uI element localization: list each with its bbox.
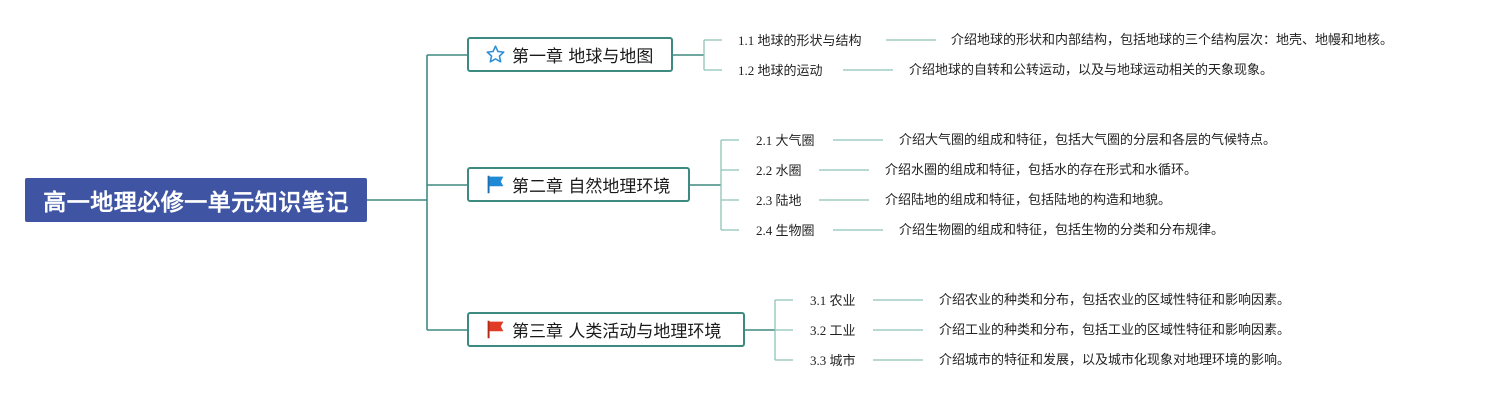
section-3-3-desc[interactable]: 介绍城市的特征和发展，以及城市化现象对地理环境的影响。 <box>939 353 1291 368</box>
root-title: 高一地理必修一单元知识笔记 <box>43 190 349 216</box>
star-outline-icon <box>485 44 506 65</box>
section-2-3-desc[interactable]: 介绍陆地的组成和特征，包括陆地的构造和地貌。 <box>885 193 1172 208</box>
section-2-3-label[interactable]: 2.3 陆地 <box>756 193 802 208</box>
chapter-3-title: 第三章 人类活动与地理环境 <box>512 322 722 342</box>
chapter-1-title: 第一章 地球与地图 <box>512 47 654 67</box>
section-3-2-desc[interactable]: 介绍工业的种类和分布，包括工业的区域性特征和影响因素。 <box>939 323 1291 338</box>
section-3-1-desc[interactable]: 介绍农业的种类和分布，包括农业的区域性特征和影响因素。 <box>939 293 1291 308</box>
section-2-4-desc[interactable]: 介绍生物圈的组成和特征，包括生物的分类和分布规律。 <box>899 223 1225 238</box>
chapter-3-topic[interactable]: 第三章 人类活动与地理环境 <box>467 312 745 347</box>
section-2-4-label[interactable]: 2.4 生物圈 <box>756 223 815 238</box>
section-2-2-desc[interactable]: 介绍水圈的组成和特征，包括水的存在形式和水循环。 <box>885 163 1198 178</box>
section-2-1-label[interactable]: 2.1 大气圈 <box>756 133 815 148</box>
chapter-1-topic[interactable]: 第一章 地球与地图 <box>467 37 673 72</box>
section-3-2-label[interactable]: 3.2 工业 <box>810 323 856 338</box>
section-1-1-desc[interactable]: 介绍地球的形状和内部结构，包括地球的三个结构层次：地壳、地幔和地核。 <box>951 33 1394 48</box>
root-topic[interactable]: 高一地理必修一单元知识笔记 <box>25 178 367 222</box>
section-3-1-label[interactable]: 3.1 农业 <box>810 293 856 308</box>
flag-red-icon <box>485 319 506 340</box>
section-2-1-desc[interactable]: 介绍大气圈的组成和特征，包括大气圈的分层和各层的气候特点。 <box>899 133 1277 148</box>
section-1-1-label[interactable]: 1.1 地球的形状与结构 <box>738 33 862 48</box>
chapter-2-title: 第二章 自然地理环境 <box>512 177 671 197</box>
flag-blue-icon <box>485 174 506 195</box>
section-3-3-label[interactable]: 3.3 城市 <box>810 353 856 368</box>
section-1-2-label[interactable]: 1.2 地球的运动 <box>738 63 823 78</box>
section-2-2-label[interactable]: 2.2 水圈 <box>756 163 802 178</box>
chapter-2-topic[interactable]: 第二章 自然地理环境 <box>467 167 690 202</box>
section-1-2-desc[interactable]: 介绍地球的自转和公转运动，以及与地球运动相关的天象现象。 <box>909 63 1274 78</box>
